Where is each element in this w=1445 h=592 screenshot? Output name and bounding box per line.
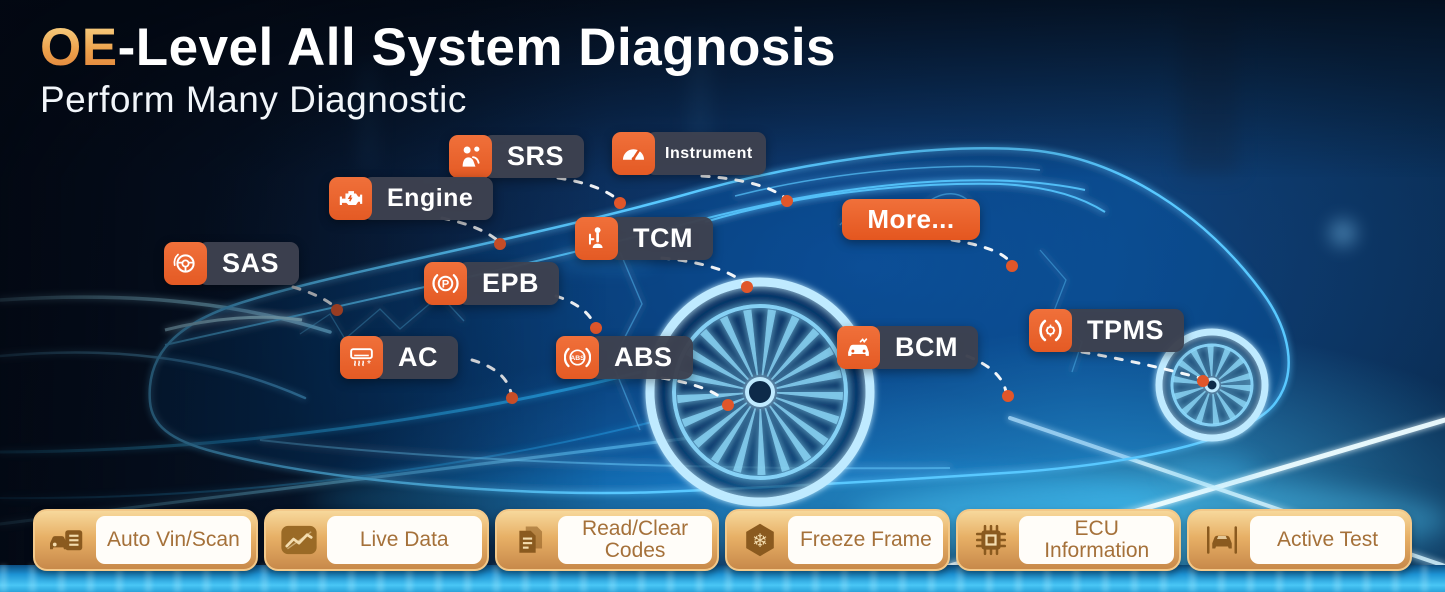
page-subtitle: Perform Many Diagnostic bbox=[40, 79, 467, 121]
read-clear-codes-icon bbox=[502, 516, 558, 564]
system-badge-label: TPMS bbox=[1063, 309, 1185, 352]
system-badge-label: ABS bbox=[590, 336, 693, 379]
title-rest: -Level All System Diagnosis bbox=[117, 18, 837, 77]
system-badge-sas[interactable]: SAS bbox=[164, 242, 300, 285]
feature-button-row: Auto Vin/Scan Live Data Read/Clear Codes… bbox=[33, 509, 1412, 571]
system-badge-label: Engine bbox=[363, 177, 494, 220]
engine-icon bbox=[329, 177, 372, 220]
feature-button-active-test[interactable]: Active Test bbox=[1187, 509, 1412, 571]
feature-button-label: Read/Clear Codes bbox=[557, 516, 713, 564]
system-badge-engine[interactable]: Engine bbox=[329, 177, 494, 220]
vin-scan-icon bbox=[40, 516, 96, 564]
svg-text:ABS: ABS bbox=[570, 355, 585, 362]
system-badge-label: AC bbox=[374, 336, 458, 379]
ecu-chip-icon bbox=[963, 516, 1019, 564]
air-conditioner-icon: * bbox=[340, 336, 383, 379]
feature-button-auto-vin-scan[interactable]: Auto Vin/Scan bbox=[33, 509, 258, 571]
parking-brake-icon: P bbox=[424, 262, 467, 305]
feature-button-ecu-information[interactable]: ECU Information bbox=[956, 509, 1182, 571]
headline: OE-Level All System Diagnosis Perform Ma… bbox=[40, 18, 836, 121]
steering-wheel-icon bbox=[164, 242, 207, 285]
system-badge-label: SRS bbox=[483, 135, 585, 178]
system-badge-srs[interactable]: SRS bbox=[449, 135, 585, 178]
system-badge-instrument[interactable]: Instrument bbox=[612, 132, 766, 175]
system-badge-label: Instrument bbox=[646, 132, 766, 175]
feature-button-live-data[interactable]: Live Data bbox=[263, 509, 489, 571]
system-badge-label: BCM bbox=[871, 326, 978, 369]
svg-text:*: * bbox=[367, 359, 371, 370]
freeze-frame-icon: ❄ bbox=[732, 516, 788, 564]
system-badge-label: SAS bbox=[198, 242, 300, 285]
system-badge-tpms[interactable]: TPMS bbox=[1029, 309, 1185, 352]
feature-button-label: Active Test bbox=[1250, 516, 1405, 564]
system-badge-label: EPB bbox=[458, 262, 560, 305]
feature-button-label: Auto Vin/Scan bbox=[96, 516, 251, 564]
svg-text:P: P bbox=[442, 279, 450, 291]
system-badge-epb[interactable]: P EPB bbox=[424, 262, 560, 305]
system-badge-bcm[interactable]: BCM bbox=[837, 326, 978, 369]
airbag-icon bbox=[449, 135, 492, 178]
title-highlight: OE bbox=[40, 18, 118, 77]
page-title: OE-Level All System Diagnosis bbox=[40, 18, 836, 77]
feature-button-label: Live Data bbox=[326, 516, 482, 564]
live-data-icon bbox=[271, 516, 327, 564]
active-test-icon bbox=[1194, 516, 1250, 564]
system-badge-label: TCM bbox=[609, 217, 713, 260]
feature-button-label: ECU Information bbox=[1019, 516, 1175, 564]
gauge-icon bbox=[612, 132, 655, 175]
system-badge-ac[interactable]: * AC bbox=[340, 336, 458, 379]
gear-shifter-icon bbox=[575, 217, 618, 260]
more-button[interactable]: More... bbox=[842, 199, 980, 240]
feature-button-freeze-frame[interactable]: ❄ Freeze Frame bbox=[725, 509, 951, 571]
tire-pressure-icon bbox=[1029, 309, 1072, 352]
svg-text:❄: ❄ bbox=[753, 531, 769, 552]
system-badge-tcm[interactable]: TCM bbox=[575, 217, 713, 260]
car-body-icon bbox=[837, 326, 880, 369]
system-badge-abs[interactable]: ABS ABS bbox=[556, 336, 693, 379]
abs-brake-icon: ABS bbox=[556, 336, 599, 379]
feature-button-read-clear-codes[interactable]: Read/Clear Codes bbox=[494, 509, 720, 571]
feature-button-label: Freeze Frame bbox=[788, 516, 944, 564]
